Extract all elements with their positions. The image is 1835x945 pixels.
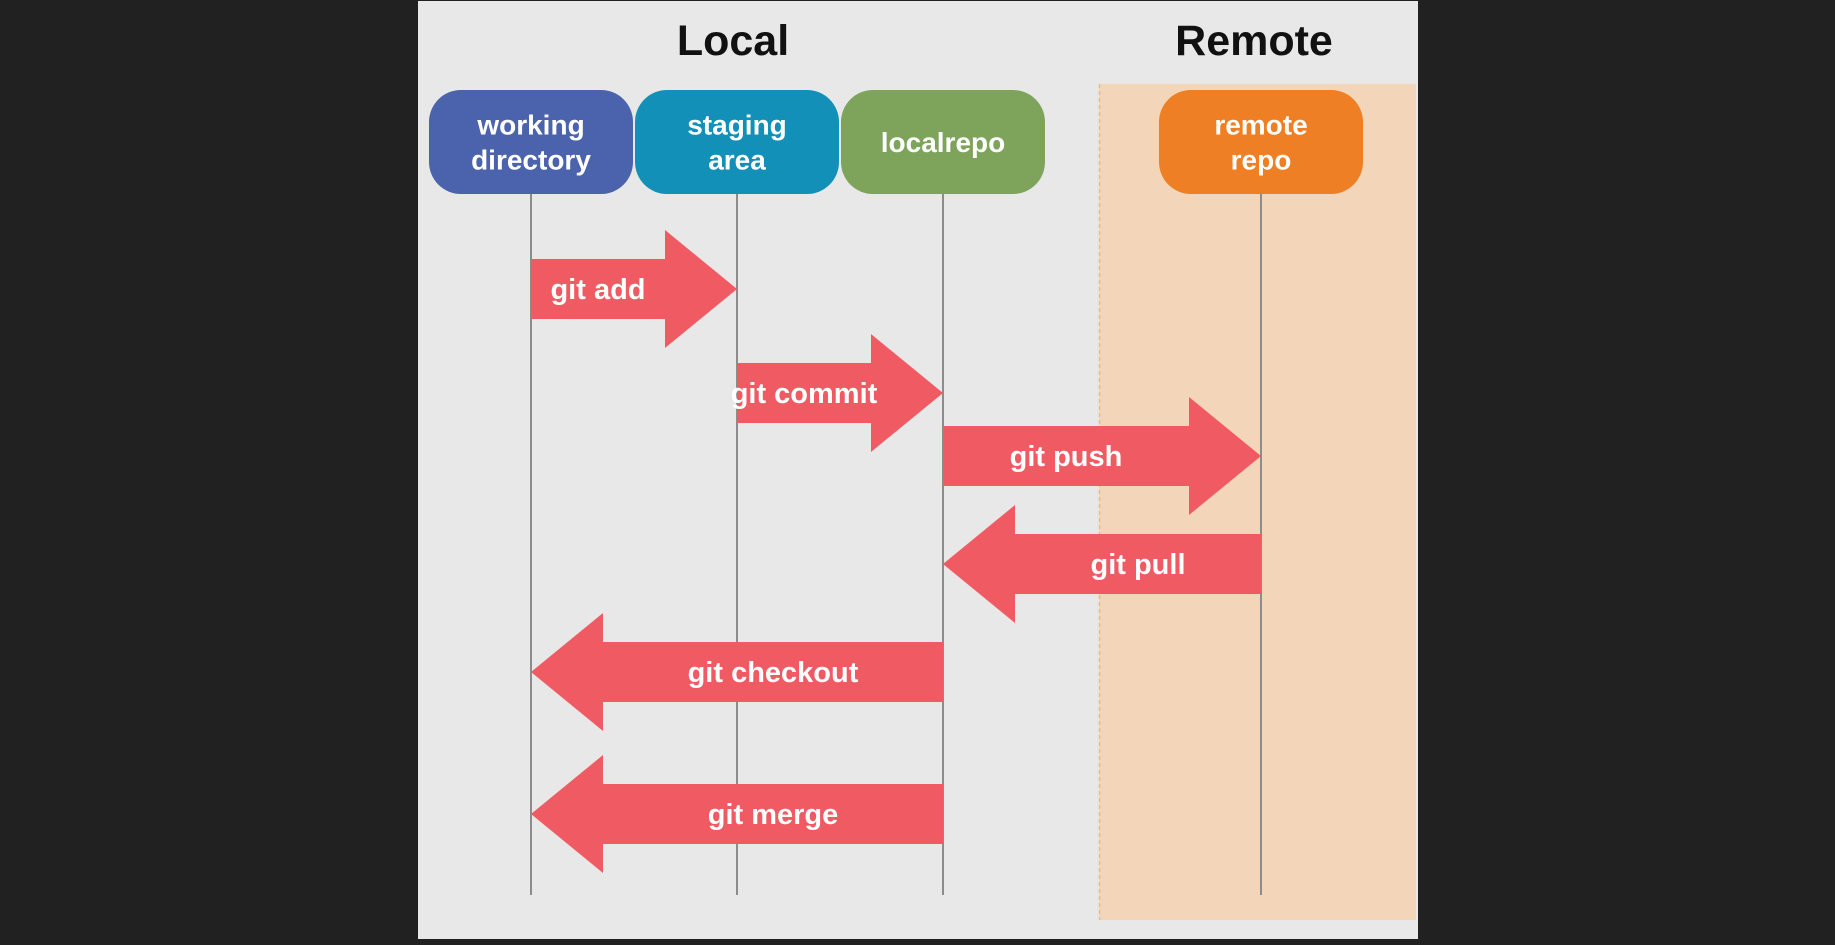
git-checkout-label: git checkout [688, 657, 859, 689]
git-checkout-arrow-shape [531, 613, 943, 731]
remote-heading: Remote [1175, 17, 1333, 65]
working-directory-node: working directory [429, 90, 633, 194]
remote-repo-node: remote repo [1159, 90, 1363, 194]
localrepo-node: localrepo [841, 90, 1045, 194]
git-pull-arrow-shape [943, 505, 1261, 623]
git-push-arrow: git push [943, 397, 1261, 515]
working-directory-node-shape [429, 90, 633, 194]
git-merge-arrow: git merge [531, 755, 943, 873]
remote-zone [1099, 84, 1416, 920]
git-merge-label: git merge [708, 799, 839, 831]
git-commit-arrow-shape [737, 334, 943, 452]
localrepo-label-line: localrepo [881, 127, 1005, 158]
remote-repo-label-line: remote [1214, 110, 1307, 141]
local-heading: Local [677, 17, 789, 65]
staging-area-node: staging area [635, 90, 839, 194]
remote-repo-label-line: repo [1231, 145, 1292, 176]
git-add-arrow-shape [531, 230, 737, 348]
git-pull-label: git pull [1090, 549, 1185, 581]
working-directory-label-line: working [476, 110, 584, 141]
localrepo-node-shape [841, 90, 1045, 194]
git-commit-label: git commit [731, 378, 878, 410]
git-push-label: git push [1010, 441, 1123, 473]
git-push-arrow-shape [943, 397, 1261, 515]
git-add-arrow: git add [531, 230, 737, 348]
git-pull-arrow: git pull [943, 505, 1261, 623]
git-add-label: git add [550, 274, 645, 306]
remote-repo-node-shape [1159, 90, 1363, 194]
git-checkout-arrow: git checkout [531, 613, 943, 731]
git-commit-arrow: git commit [731, 334, 943, 452]
git-merge-arrow-shape [531, 755, 943, 873]
staging-area-label-line: staging [687, 110, 787, 141]
staging-area-node-shape [635, 90, 839, 194]
staging-area-label-line: area [708, 145, 766, 176]
working-directory-label-line: directory [471, 145, 591, 176]
